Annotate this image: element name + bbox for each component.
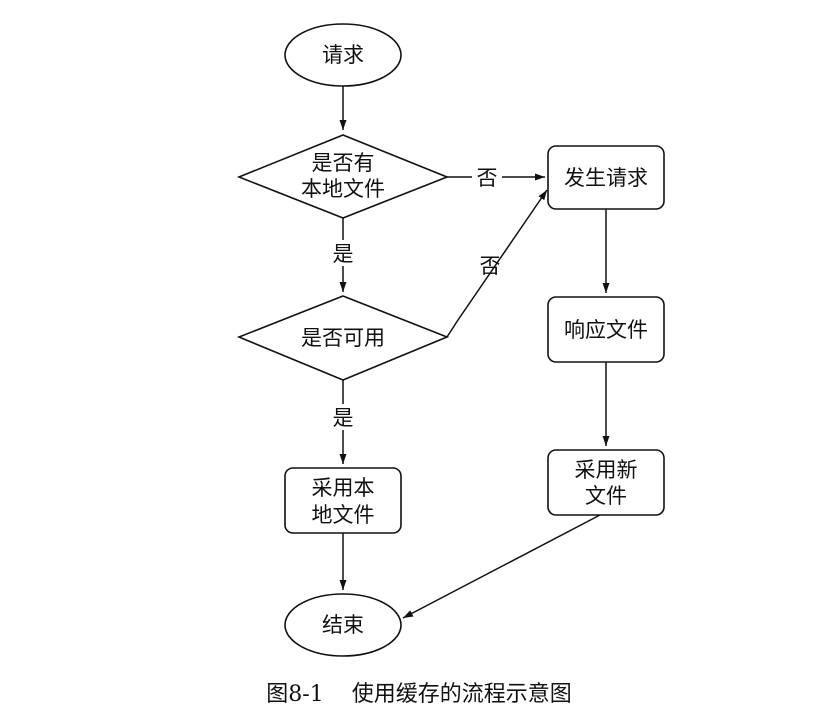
edge-available-to-send-request	[446, 189, 548, 338]
decision-has-local-label-line1: 是否有	[312, 151, 375, 175]
edge-label-has-local-no: 否	[477, 166, 498, 190]
process-use-new-file	[547, 449, 665, 516]
process-use-new-label-line2: 文件	[585, 484, 627, 508]
edge-label-bg	[328, 240, 358, 266]
figure-caption: 图8-1 使用缓存的流程示意图	[0, 676, 838, 708]
start-node-label: 请求	[322, 43, 364, 67]
process-send-request	[547, 145, 665, 210]
edge-label-has-local-yes: 是	[333, 242, 354, 266]
figure-title: 使用缓存的流程示意图	[351, 682, 572, 707]
edge-label-bg	[472, 164, 502, 190]
process-response-file-label: 响应文件	[564, 318, 648, 342]
figure-number: 图8-1	[266, 682, 324, 707]
decision-available-label: 是否可用	[301, 326, 385, 350]
end-node	[284, 593, 402, 657]
decision-has-local-file	[236, 134, 450, 219]
edge-label-available-yes: 是	[333, 406, 354, 430]
cache-flowchart: 否 是 否 是 请求 是否有 本地文件 是否可用 采用本 地文件 结束 发生请求…	[236, 23, 665, 657]
process-use-local-label-line1: 采用本	[312, 476, 375, 500]
end-node-label: 结束	[322, 613, 364, 637]
edge-label-bg	[328, 404, 358, 430]
edge-use-new-to-end	[402, 514, 601, 619]
decision-available	[236, 295, 450, 381]
edge-label-available-no: 否	[480, 254, 501, 278]
process-use-local-label-line2: 地文件	[312, 503, 375, 527]
process-use-local-file	[284, 467, 402, 534]
start-node-request	[284, 23, 402, 87]
process-send-request-label: 发生请求	[564, 166, 648, 190]
process-use-new-label-line1: 采用新	[575, 458, 638, 482]
process-response-file	[547, 296, 665, 363]
decision-has-local-label-line2: 本地文件	[301, 177, 385, 201]
